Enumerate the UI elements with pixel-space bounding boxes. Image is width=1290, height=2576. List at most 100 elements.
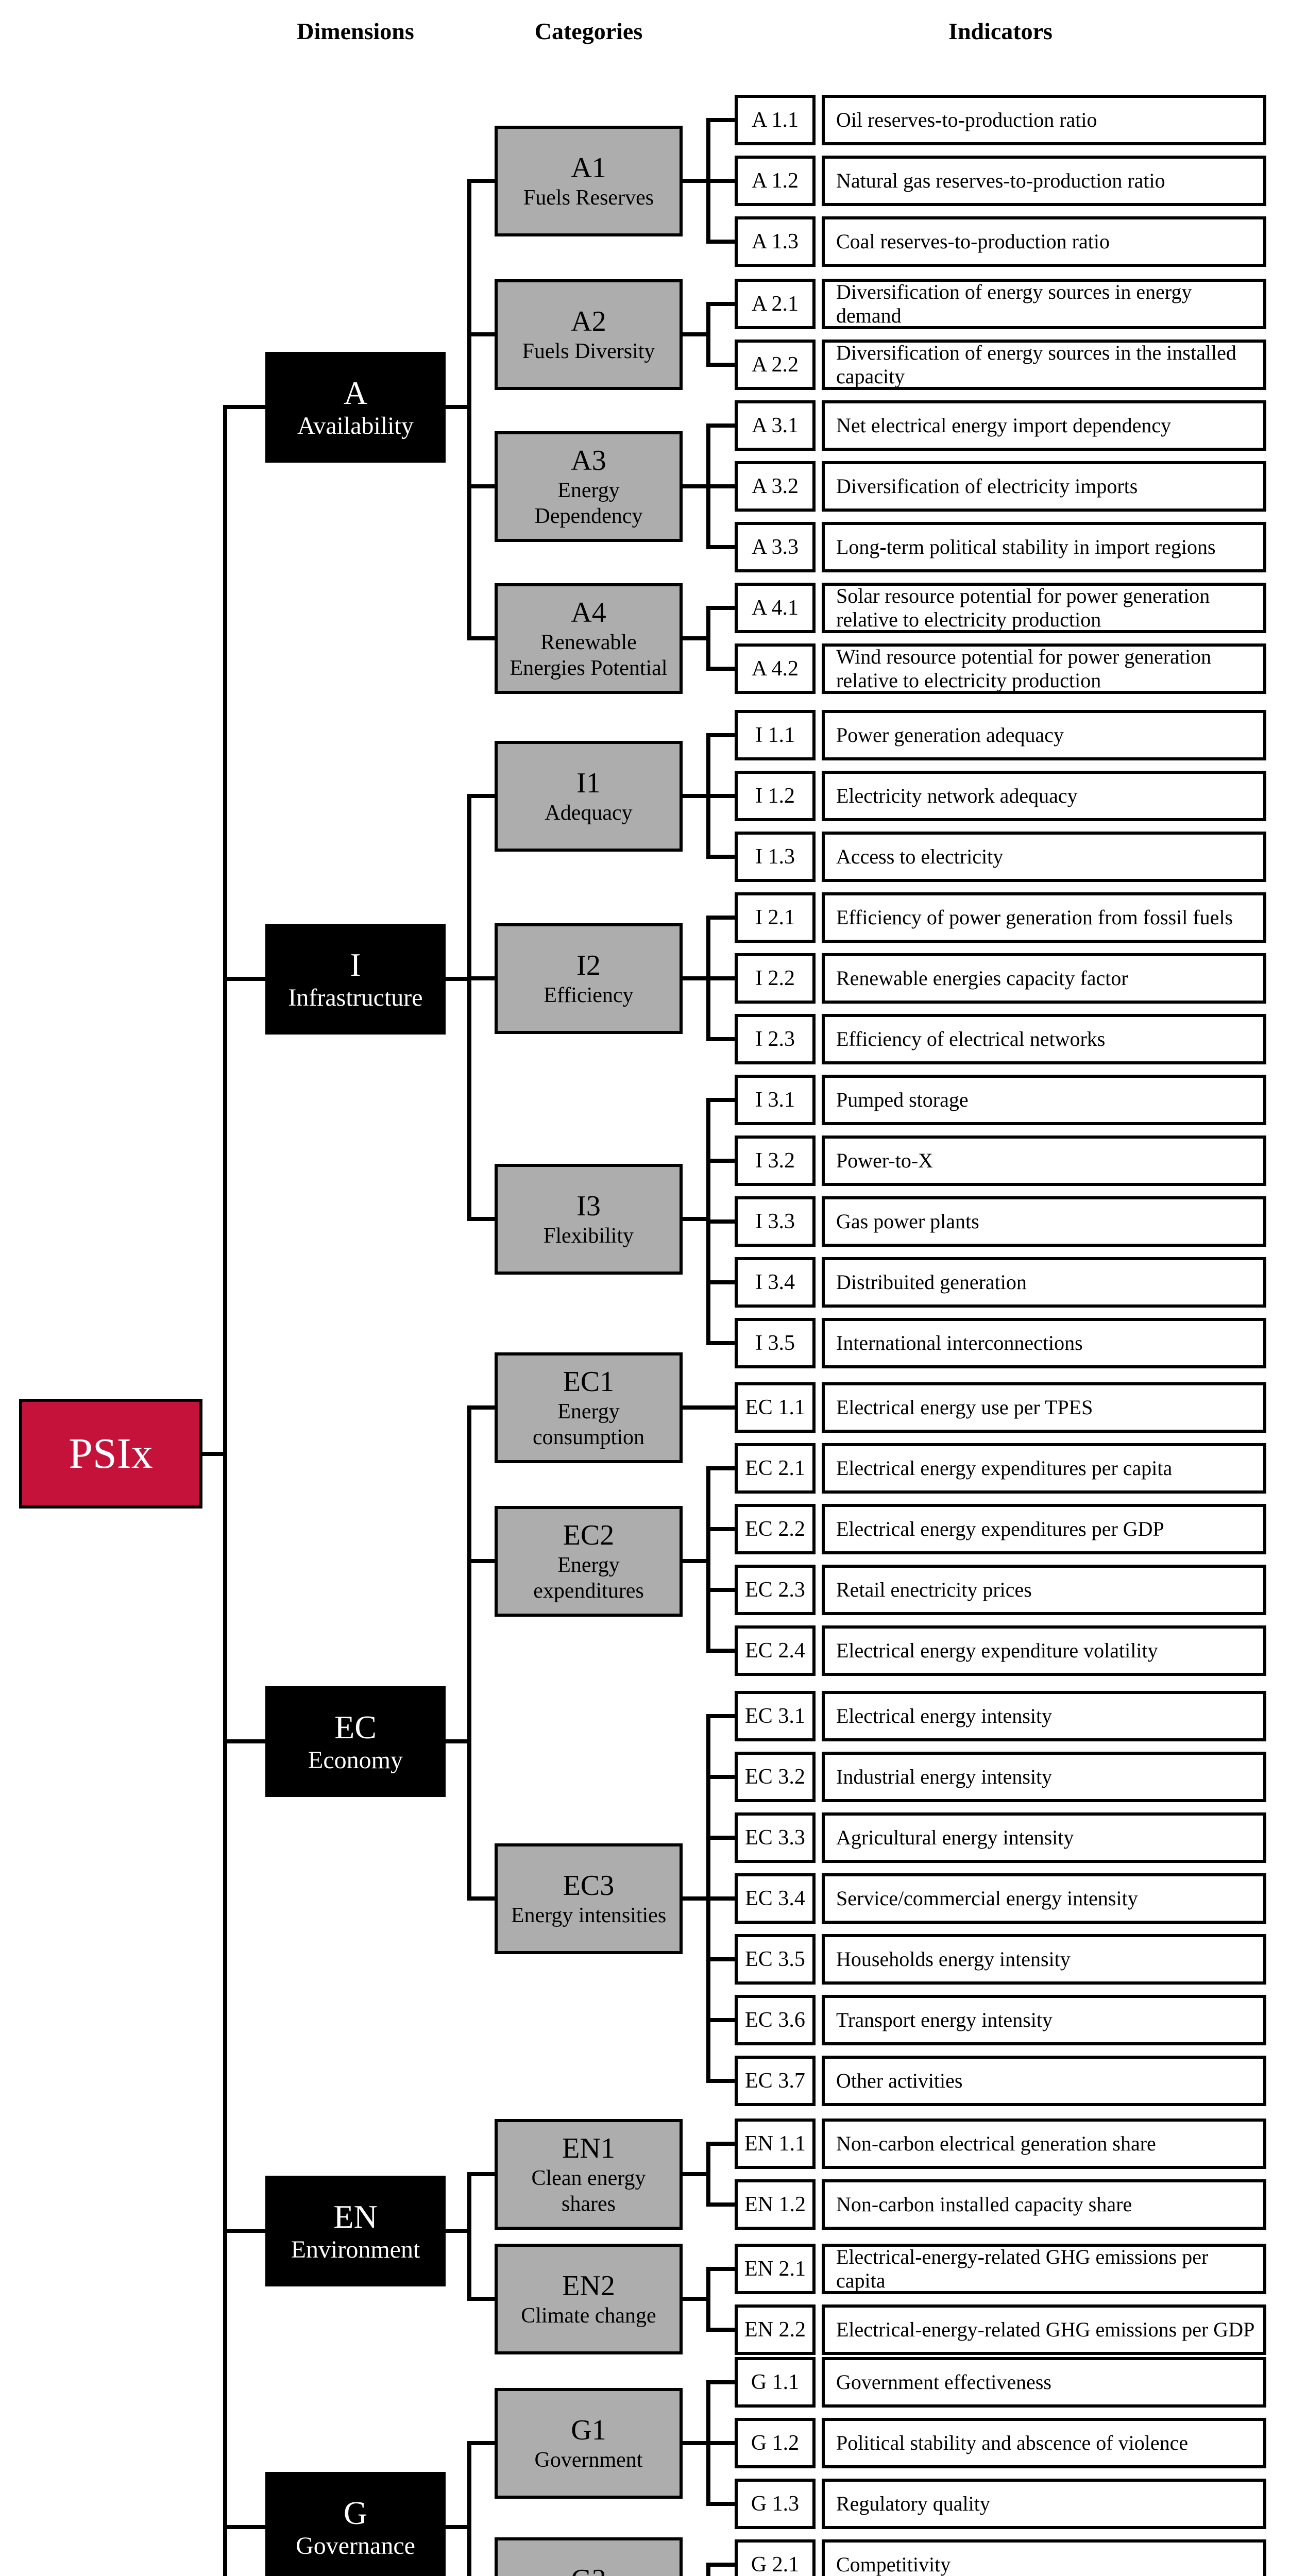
indicator-code-box: G 1.2 <box>735 2418 816 2468</box>
dimension-code: EC <box>334 1708 377 1745</box>
indicator-text-box: Non-carbon installed capacity share <box>822 2179 1266 2230</box>
connector-line <box>706 2441 737 2445</box>
indicator-text-box: Long-term political stability in import … <box>822 522 1266 572</box>
connector-line <box>681 2172 710 2176</box>
connector-line <box>681 1559 710 1563</box>
connector-line <box>706 1896 737 1901</box>
indicator-text-box: Power-to-X <box>822 1136 1266 1186</box>
connector-line <box>706 2328 737 2332</box>
category-label: Renewable Energies Potential <box>510 631 668 680</box>
indicator-code-box: EN 1.1 <box>735 2119 816 2169</box>
dimension-code: I <box>350 946 361 983</box>
indicator-text-box: Non-carbon electrical generation share <box>822 2119 1266 2169</box>
category-label: Efficiency <box>544 983 634 1007</box>
indicator-code-box: G 1.1 <box>735 2357 816 2408</box>
connector-line <box>467 1405 471 1901</box>
category-code: EC2 <box>563 1519 615 1551</box>
connector-line <box>467 1217 497 1221</box>
indicator-text-box: Distribuited generation <box>822 1257 1266 1308</box>
connector-line <box>467 2297 497 2301</box>
connector-line <box>467 976 497 980</box>
category-label: Energy Dependency <box>534 479 643 528</box>
connector-line <box>467 2172 471 2301</box>
connector-line <box>467 1559 497 1563</box>
category-code: I1 <box>576 767 601 799</box>
connector-line <box>706 1957 737 1961</box>
connector-line <box>444 405 471 409</box>
connector-line <box>706 1714 737 1718</box>
indicator-code-box: EC 1.1 <box>735 1382 816 1433</box>
connector-line <box>706 1775 737 1779</box>
indicator-text-box: Retail enectricity prices <box>822 1565 1266 1615</box>
connector-line <box>706 484 737 488</box>
connector-line <box>467 794 497 798</box>
indicator-code-box: I 1.3 <box>735 832 816 882</box>
indicator-text-box: Coal reserves-to-production ratio <box>822 216 1266 267</box>
connector-line <box>706 179 737 183</box>
connector-line <box>706 2079 737 2083</box>
indicator-code-box: A 4.2 <box>735 643 816 694</box>
indicator-text-box: Electrical energy expenditures per GDP <box>822 1504 1266 1554</box>
indicator-text-box: Efficiency of electrical networks <box>822 1014 1266 1064</box>
connector-line <box>681 1896 710 1901</box>
indicator-code-box: EN 1.2 <box>735 2179 816 2230</box>
category-code: A3 <box>571 444 606 477</box>
indicator-code-box: I 2.3 <box>735 1014 816 1064</box>
dimension-code: G <box>343 2494 368 2531</box>
category-code: I3 <box>576 1190 601 1222</box>
connector-line <box>706 2202 737 2207</box>
indicator-text-box: International interconnections <box>822 1318 1266 1368</box>
indicator-text-box: Electrical-energy-related GHG emissions … <box>822 2244 1266 2294</box>
indicator-text-box: Electrical energy expenditure volatility <box>822 1625 1266 1676</box>
connector-line <box>223 2229 267 2233</box>
category-label: Energy expenditures <box>533 1553 644 1603</box>
root-node-psix: PSIx <box>19 1399 202 1509</box>
indicator-code-box: I 3.4 <box>735 1257 816 1308</box>
indicator-code-box: A 1.1 <box>735 95 816 145</box>
indicator-code-box: G 2.1 <box>735 2539 816 2576</box>
indicator-code-box: EC 2.2 <box>735 1504 816 1554</box>
dimension-label: Governance <box>296 2532 415 2560</box>
connector-line <box>706 606 737 610</box>
connector-line <box>200 1451 227 1456</box>
connector-line <box>706 2502 737 2506</box>
connector-line <box>706 118 737 122</box>
indicator-code-box: I 1.1 <box>735 710 816 760</box>
connector-line <box>706 606 710 671</box>
indicator-code-box: I 3.1 <box>735 1075 816 1125</box>
indicator-code-box: EN 2.2 <box>735 2304 816 2355</box>
indicator-text-box: Power generation adequacy <box>822 710 1266 760</box>
indicator-code-box: EC 2.3 <box>735 1565 816 1615</box>
category-code: A1 <box>571 151 606 184</box>
indicator-code-box: EC 3.6 <box>735 1995 816 2045</box>
connector-line <box>706 1037 737 1041</box>
category-code: G1 <box>571 2414 606 2446</box>
indicator-text-box: Electrical-energy-related GHG emissions … <box>822 2304 1266 2355</box>
connector-line <box>681 976 710 980</box>
connector-line <box>706 733 737 737</box>
connector-line <box>706 1588 737 1592</box>
connector-line <box>223 2525 267 2529</box>
connector-line <box>706 1280 737 1284</box>
connector-line <box>467 636 497 640</box>
connector-line <box>706 1219 737 1224</box>
dimension-code: A <box>343 374 368 411</box>
indicator-code-box: A 3.1 <box>735 400 816 451</box>
connector-line <box>681 179 710 183</box>
connector-line <box>706 423 737 428</box>
indicator-text-box: Access to electricity <box>822 832 1266 882</box>
indicator-text-box: Efficiency of power generation from foss… <box>822 892 1266 943</box>
connector-line <box>706 2563 737 2567</box>
connector-line <box>706 1836 737 1840</box>
